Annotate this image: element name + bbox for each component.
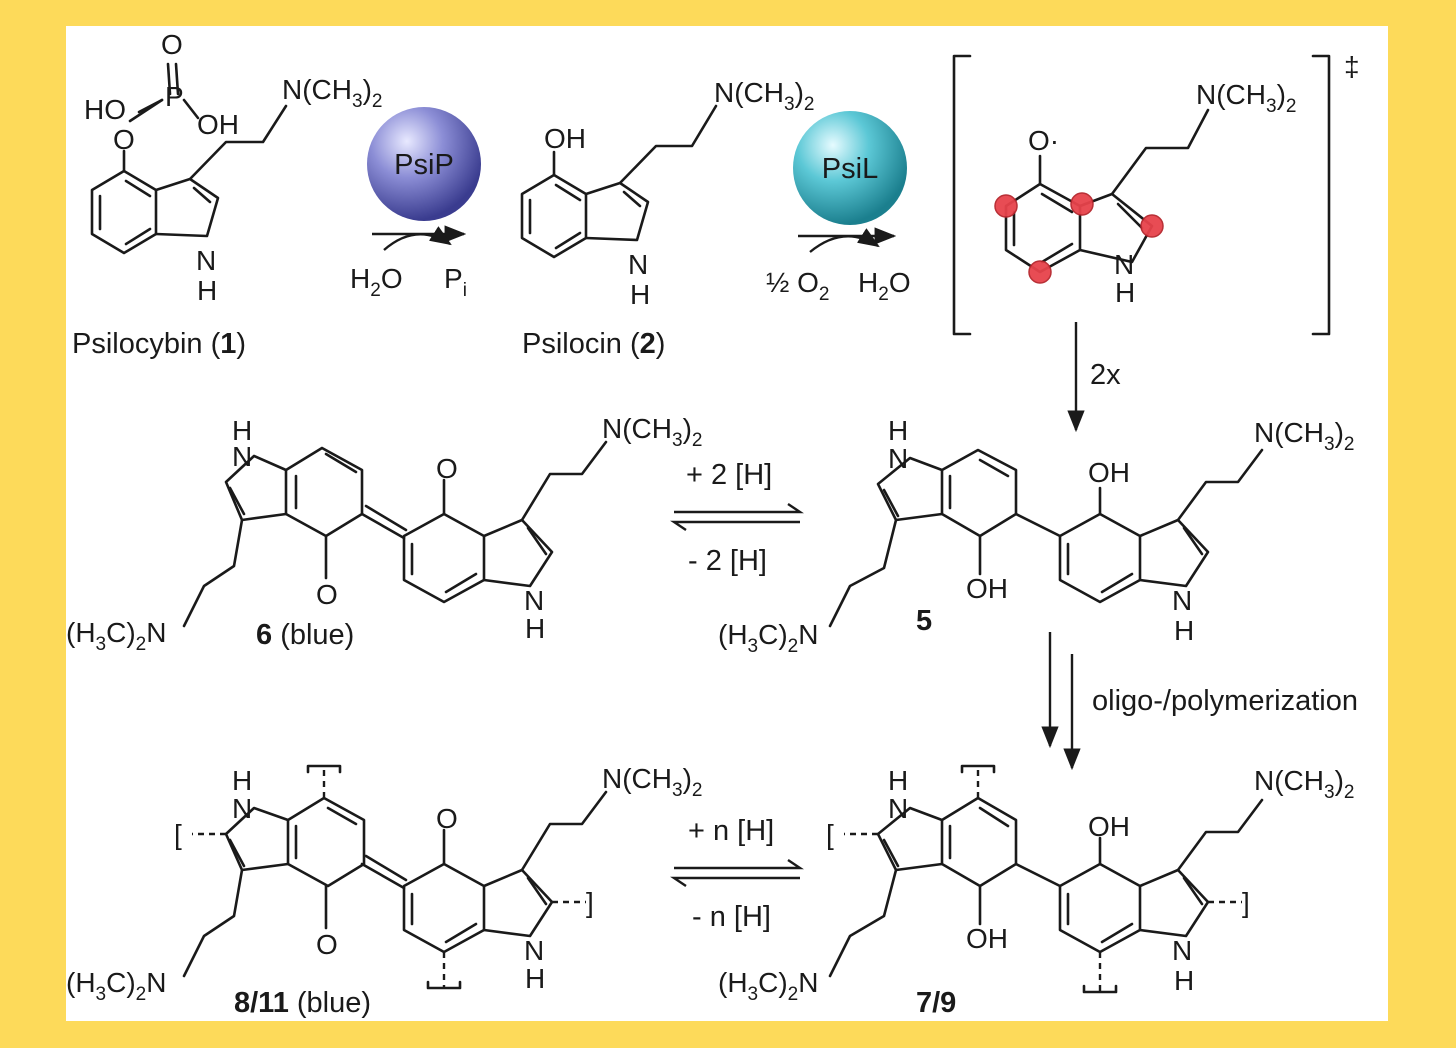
atom-h-8a: H xyxy=(232,765,252,796)
equilibrium-forward-2 xyxy=(674,859,804,870)
label-psilocybin: Psilocybin (1) xyxy=(72,328,246,360)
scheme-panel: O P HO OH O N H N(CH3)2 Psilocybin (1) P… xyxy=(66,26,1388,1021)
dimethylamine-label-5: (H3C)2N xyxy=(718,619,818,657)
radical-site-c5 xyxy=(994,194,1018,218)
atom-n-radical: N xyxy=(1114,249,1134,280)
psilocybin-structure xyxy=(90,62,288,255)
label-minus-2h: - 2 [H] xyxy=(688,545,767,577)
equilibrium-forward-1 xyxy=(674,503,804,514)
label-compound-6: 6 (blue) xyxy=(256,619,354,651)
dimerization-label: 2x xyxy=(1090,359,1121,391)
psil-enzyme-sphere xyxy=(793,111,907,225)
polymer-bracket-top-8 xyxy=(306,764,342,774)
atom-h-radical: H xyxy=(1115,277,1135,308)
atom-h-5a: H xyxy=(888,415,908,446)
transition-mark: ‡ xyxy=(1344,51,1360,82)
atom-n-5a: N xyxy=(888,443,908,474)
atom-oh-5b: OH xyxy=(1088,457,1130,488)
reaction-scheme: O P HO OH O N H N(CH3)2 Psilocybin (1) P… xyxy=(66,29,1360,1019)
atom-h-5b: H xyxy=(1174,615,1194,646)
compound-6-structure xyxy=(182,440,608,628)
label-plus-2h: + 2 [H] xyxy=(686,459,772,491)
atom-o-radical: O· xyxy=(1028,125,1059,156)
atom-oh-7b: OH xyxy=(1088,811,1130,842)
radical-site-c7 xyxy=(1028,260,1052,284)
atom-h-6a: H xyxy=(232,415,252,446)
atom-h-indole: H xyxy=(197,275,217,306)
polymerization-label: oligo-/polymerization xyxy=(1092,685,1358,717)
polymer-bracket-right-8: ] xyxy=(586,887,594,918)
psil-label: PsiL xyxy=(822,153,878,185)
atom-ho: HO xyxy=(84,94,126,125)
compound-5-structure xyxy=(828,448,1264,628)
atom-n-7b: N xyxy=(1172,935,1192,966)
reagent-half-o2: ½ O2 xyxy=(766,267,830,305)
atom-n-6b: N xyxy=(524,585,544,616)
atom-n-7a: N xyxy=(888,793,908,824)
amine-label-5: N(CH3)2 xyxy=(1254,417,1354,455)
atom-n-8a: N xyxy=(232,793,252,824)
atom-o-ester: O xyxy=(113,124,135,155)
atom-h-6b: H xyxy=(525,613,545,644)
dimethylamine-label-8: (H3C)2N xyxy=(66,967,166,1005)
polymer-bracket-left-8: [ xyxy=(174,819,182,850)
atom-n-psilocin: N xyxy=(628,249,648,280)
psilocin-structure xyxy=(520,104,718,259)
atom-o-6a: O xyxy=(316,579,338,610)
polymer-bracket-right-7: ] xyxy=(1242,887,1250,918)
atom-h-psilocin: H xyxy=(630,279,650,310)
atom-oh-psilocin: OH xyxy=(544,123,586,154)
product-pi: Pi xyxy=(444,263,467,301)
bracket-right xyxy=(1311,54,1331,336)
bracket-left xyxy=(952,54,972,336)
amine-label-2: N(CH3)2 xyxy=(714,77,814,115)
dimethylamine-label-7: (H3C)2N xyxy=(718,967,818,1005)
compound-7-9-structure xyxy=(828,796,1264,978)
radical-site-c2 xyxy=(1140,214,1164,238)
atom-oh-7a: OH xyxy=(966,923,1008,954)
psil-curved-arrow xyxy=(809,228,880,253)
atom-n-8b: N xyxy=(524,935,544,966)
psip-curved-arrow xyxy=(383,226,452,251)
atom-n-5b: N xyxy=(1172,585,1192,616)
atom-o-8b: O xyxy=(436,803,458,834)
reagent-h2o-1: H2O xyxy=(350,263,403,301)
atom-oh: OH xyxy=(197,109,239,140)
product-h2o-2: H2O xyxy=(858,267,911,305)
psip-label: PsiP xyxy=(394,149,454,181)
equilibrium-back-1 xyxy=(670,520,800,531)
atom-h-8b: H xyxy=(525,963,545,994)
atom-n-indole: N xyxy=(196,245,216,276)
atom-o-8a: O xyxy=(316,929,338,960)
atom-o-6b: O xyxy=(436,453,458,484)
atom-h-7a: H xyxy=(888,765,908,796)
equilibrium-back-2 xyxy=(670,876,800,887)
label-psilocin: Psilocin (2) xyxy=(522,328,665,360)
amine-label-7: N(CH3)2 xyxy=(1254,765,1354,803)
amine-label-8: N(CH3)2 xyxy=(602,763,702,801)
polymer-bracket-left-7: [ xyxy=(826,819,834,850)
label-minus-nh: - n [H] xyxy=(692,901,771,933)
amine-label-radical: N(CH3)2 xyxy=(1196,79,1296,117)
atom-n-6a: N xyxy=(232,441,252,472)
polymer-bracket-top-7 xyxy=(960,764,996,774)
label-compound-8-11: 8/11 (blue) xyxy=(234,987,371,1019)
psip-enzyme-sphere xyxy=(367,107,481,221)
label-plus-nh: + n [H] xyxy=(688,815,774,847)
polymer-bracket-bottom-8 xyxy=(426,980,462,990)
atom-oh-5a: OH xyxy=(966,573,1008,604)
amine-label-6: N(CH3)2 xyxy=(602,413,702,451)
dimethylamine-label-6: (H3C)2N xyxy=(66,617,166,655)
radical-site-c3a xyxy=(1070,192,1094,216)
polymer-bracket-bottom-7 xyxy=(1082,984,1118,994)
label-compound-7-9: 7/9 xyxy=(916,987,956,1019)
amine-label-1: N(CH3)2 xyxy=(282,74,382,112)
atom-p: P xyxy=(165,81,184,112)
atom-o-top: O xyxy=(161,29,183,60)
atom-h-7b: H xyxy=(1174,965,1194,996)
label-compound-5: 5 xyxy=(916,605,932,637)
